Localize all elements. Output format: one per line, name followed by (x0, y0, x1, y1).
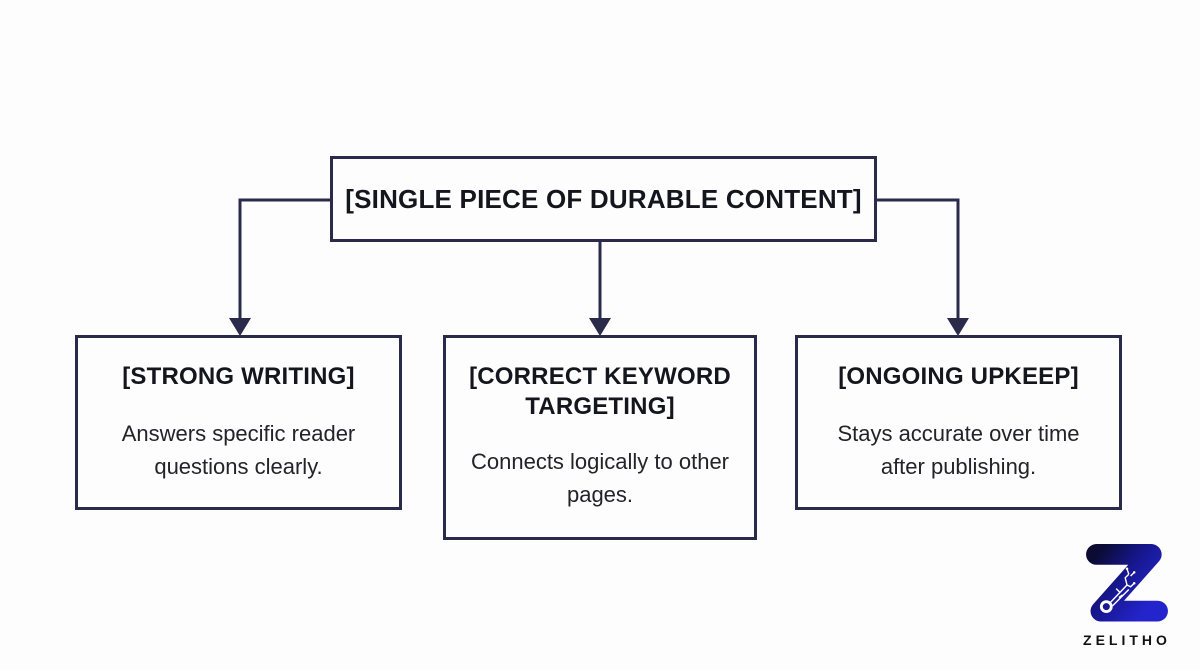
connector-line-left (238, 198, 330, 320)
zelitho-logo: ZELITHO (1076, 540, 1178, 648)
node-strong-writing: [STRONG WRITING] Answers specific reader… (75, 335, 402, 510)
arrowhead-icon-center (589, 318, 611, 336)
node-correct-keyword-targeting: [CORRECT KEYWORD TARGETING] Connects log… (443, 335, 757, 540)
node-heading: [STRONG WRITING] (122, 363, 355, 390)
node-body: Stays accurate over time after publishin… (837, 421, 1080, 479)
zelitho-z-icon (1086, 544, 1168, 622)
node-body: Answers specific reader questions clearl… (121, 421, 356, 479)
node-heading: [CORRECT KEYWORD TARGETING] (469, 363, 731, 420)
node-body: Connects logically to other pages. (470, 449, 730, 507)
circuit-detail-icon (1099, 567, 1136, 613)
connector-line-right (877, 198, 960, 320)
node-root-label: [SINGLE PIECE OF DURABLE CONTENT] (345, 183, 862, 214)
arrowhead-icon-left (229, 318, 251, 336)
node-heading: [ONGOING UPKEEP] (838, 363, 1079, 390)
node-root: [SINGLE PIECE OF DURABLE CONTENT] (330, 156, 877, 242)
zelitho-logo-text: ZELITHO (1083, 632, 1171, 648)
node-ongoing-upkeep: [ONGOING UPKEEP] Stays accurate over tim… (795, 335, 1122, 510)
arrowhead-icon-right (947, 318, 969, 336)
